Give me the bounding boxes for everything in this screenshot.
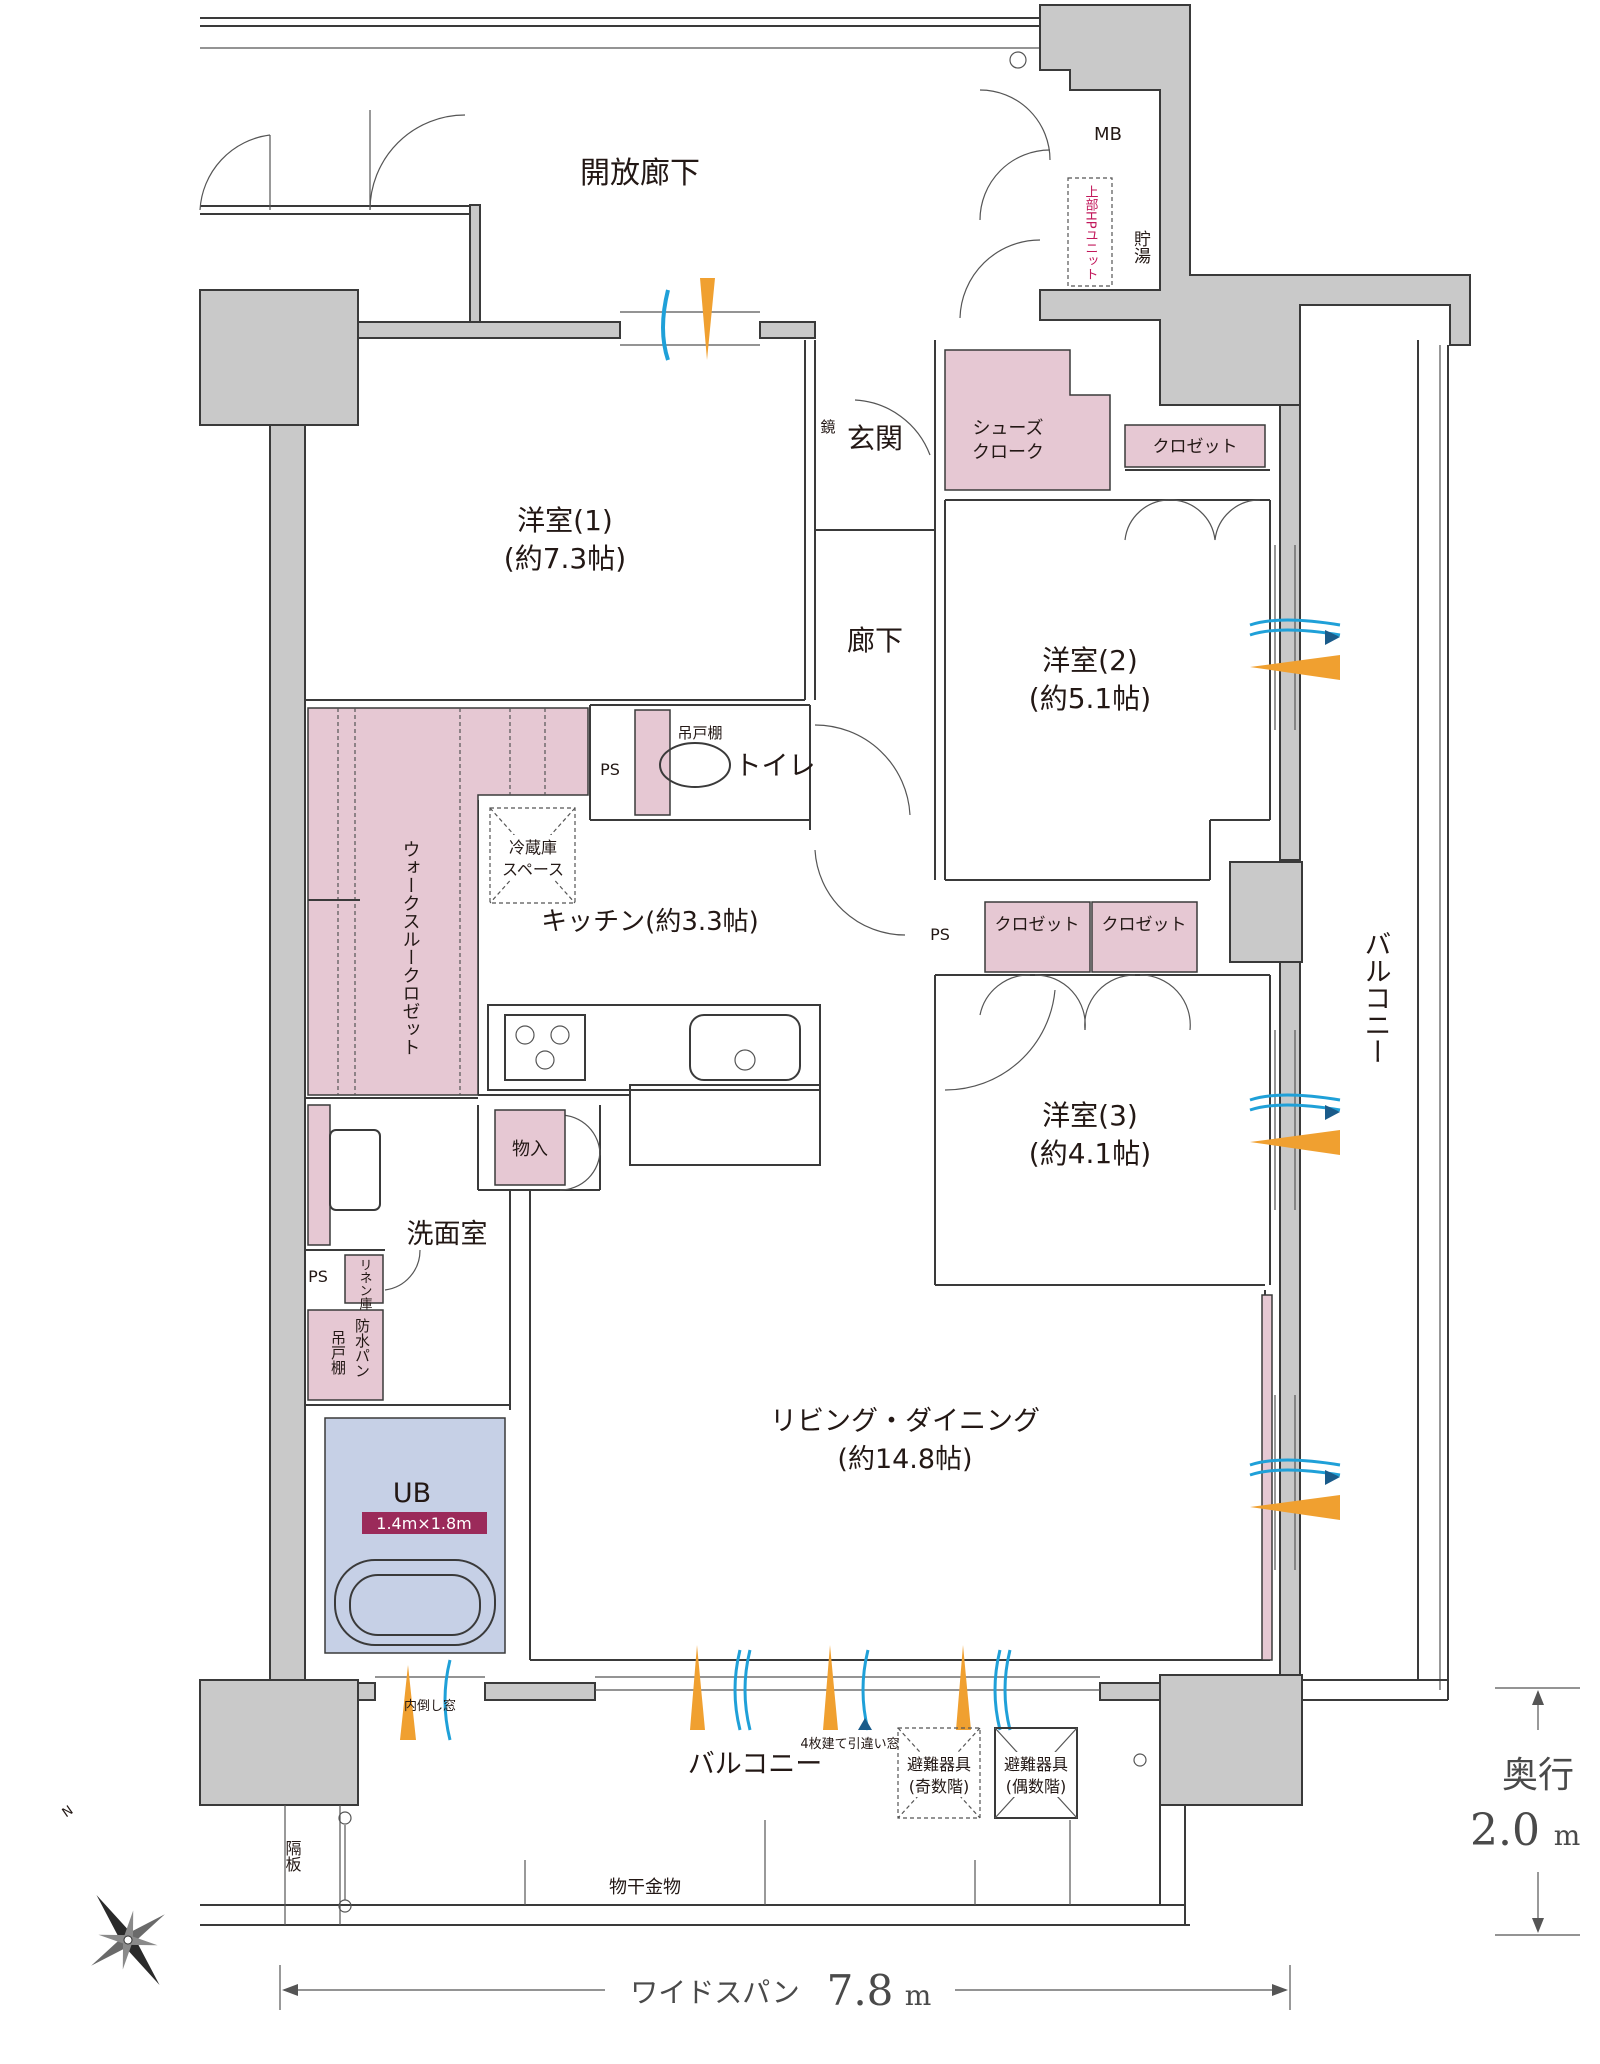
label-ub: UB	[393, 1478, 431, 1509]
toilet-hanging-shelf	[634, 709, 671, 816]
compass-icon	[91, 1894, 165, 1986]
wall-right-lower	[1279, 961, 1301, 1676]
linen-storage	[344, 1254, 384, 1304]
windows	[375, 311, 1296, 1691]
walk-through-closet	[307, 707, 589, 1096]
label-living-size: (約14.8帖)	[837, 1444, 972, 1475]
label-balcony-side: バルコニー	[1360, 930, 1391, 1065]
label-evac-odd-2: (奇数階)	[909, 1777, 970, 1796]
wash-hanging-shelf	[307, 1309, 384, 1401]
corridor-doors	[199, 110, 466, 211]
washbasin	[329, 1129, 381, 1211]
unit-bath	[324, 1417, 506, 1654]
label-water-heater: 貯湯	[1130, 230, 1151, 265]
label-walk-through-closet: ウォークスルークロゼット	[400, 840, 421, 1056]
evac-hatches	[897, 1727, 1078, 1819]
label-clothes-hanger: 物干金物	[609, 1877, 681, 1898]
label-closet-room2: クロゼット	[1153, 437, 1238, 457]
label-fridge-1: 冷蔵庫	[509, 838, 557, 857]
ld-wall-storage	[1261, 1294, 1273, 1661]
label-closet-room3-right: クロゼット	[1102, 915, 1187, 935]
corridor-railing	[200, 17, 1040, 215]
side-balcony-railing	[1302, 340, 1449, 1701]
label-hp-unit: 上部HPユニット	[1083, 185, 1099, 281]
label-mb: MB	[1094, 124, 1122, 145]
depth-dimension	[1495, 1687, 1580, 1936]
wall-bottom-b	[484, 1682, 596, 1701]
closet-room2	[1124, 424, 1266, 468]
label-waterproof-pan: 防水パン	[353, 1318, 371, 1378]
label-kitchen: キッチン(約3.3帖)	[541, 907, 759, 937]
label-toilet-shelf: 吊戸棚	[677, 724, 722, 742]
storage-box	[494, 1109, 566, 1186]
label-sliding-window: 4枚建て引違い窓	[800, 1736, 899, 1752]
wall-right-upper	[1279, 404, 1301, 861]
label-partition: 隔板	[283, 1840, 302, 1872]
label-mirror: 鏡	[820, 418, 835, 436]
label-balcony-bottom: バルコニー	[688, 1749, 822, 1780]
label-linen: リネン庫	[357, 1258, 373, 1310]
label-width: ワイドスパン	[630, 1976, 799, 2009]
label-living: リビング・ダイニング	[770, 1406, 1040, 1437]
wall-top-1	[357, 321, 621, 339]
closet-room3-right	[1091, 901, 1198, 973]
label-ps-toilet: PS	[600, 760, 620, 779]
label-wash-shelf: 吊戸棚	[329, 1330, 347, 1375]
wall-bottom-a	[357, 1682, 376, 1701]
label-room1-name: 洋室(1)	[517, 504, 613, 537]
label-evac-odd-1: 避難器具	[907, 1755, 971, 1774]
label-shoes-1: シューズ	[972, 418, 1043, 439]
wall-bottom-c	[1099, 1682, 1161, 1701]
label-ub-size: 1.4m×1.8m	[376, 1514, 471, 1533]
label-washroom: 洗面室	[407, 1219, 488, 1250]
kitchen-sink	[689, 1014, 801, 1081]
label-evac-even-2: (偶数階)	[1006, 1777, 1067, 1796]
label-depth: 奥行	[1502, 1755, 1574, 1796]
label-shoes-2: クローク	[972, 442, 1044, 463]
width-dimension	[279, 1965, 1291, 2010]
label-evac-even-1: 避難器具	[1004, 1755, 1068, 1774]
label-fridge-2: スペース	[502, 860, 564, 879]
label-depth-unit: m	[1554, 1819, 1581, 1852]
label-open-corridor: 開放廊下	[580, 156, 700, 191]
shoes-closet	[944, 349, 1111, 491]
label-room3-name: 洋室(3)	[1042, 1099, 1138, 1132]
label-north: N	[60, 1803, 77, 1821]
wall-corridor	[469, 204, 481, 323]
pillar-right-mid	[1229, 861, 1303, 963]
label-width-unit: m	[905, 1979, 932, 2012]
toilet-fixture	[659, 742, 731, 788]
label-room1-size: (約7.3帖)	[504, 542, 626, 575]
label-storage: 物入	[512, 1139, 548, 1160]
washroom-counter	[307, 1104, 331, 1246]
label-ps-wash: PS	[308, 1267, 328, 1286]
label-ps-closet: PS	[930, 925, 950, 944]
label-hallway: 廊下	[847, 624, 903, 657]
fridge-space	[489, 807, 576, 904]
label-toilet: トイレ	[735, 751, 816, 782]
label-room2-name: 洋室(2)	[1042, 644, 1138, 677]
stove	[504, 1014, 586, 1081]
label-room3-size: (約4.1帖)	[1029, 1137, 1151, 1170]
label-tilt-window: 内倒し窓	[404, 1698, 456, 1714]
label-width-value: 7.8	[827, 1966, 894, 2015]
label-entrance: 玄関	[847, 422, 903, 455]
mb-block	[959, 4, 1471, 406]
bottom-balcony-railing	[200, 1753, 1190, 1926]
label-depth-value: 2.0	[1470, 1805, 1540, 1856]
closet-room3-left	[984, 901, 1091, 973]
door-swings	[384, 399, 1261, 1291]
ub-size-badge	[362, 1512, 487, 1534]
pillar-bottom-left	[199, 1679, 359, 1806]
pillar-top-left	[199, 289, 359, 426]
wall-left	[269, 424, 306, 1681]
bathtub	[334, 1559, 496, 1646]
pillar-bottom-right	[1159, 1674, 1303, 1806]
airflow-arrows	[400, 278, 1341, 1741]
wall-top-2	[759, 321, 816, 339]
label-room2-size: (約5.1帖)	[1029, 682, 1151, 715]
label-closet-room3-left: クロゼット	[995, 915, 1080, 935]
